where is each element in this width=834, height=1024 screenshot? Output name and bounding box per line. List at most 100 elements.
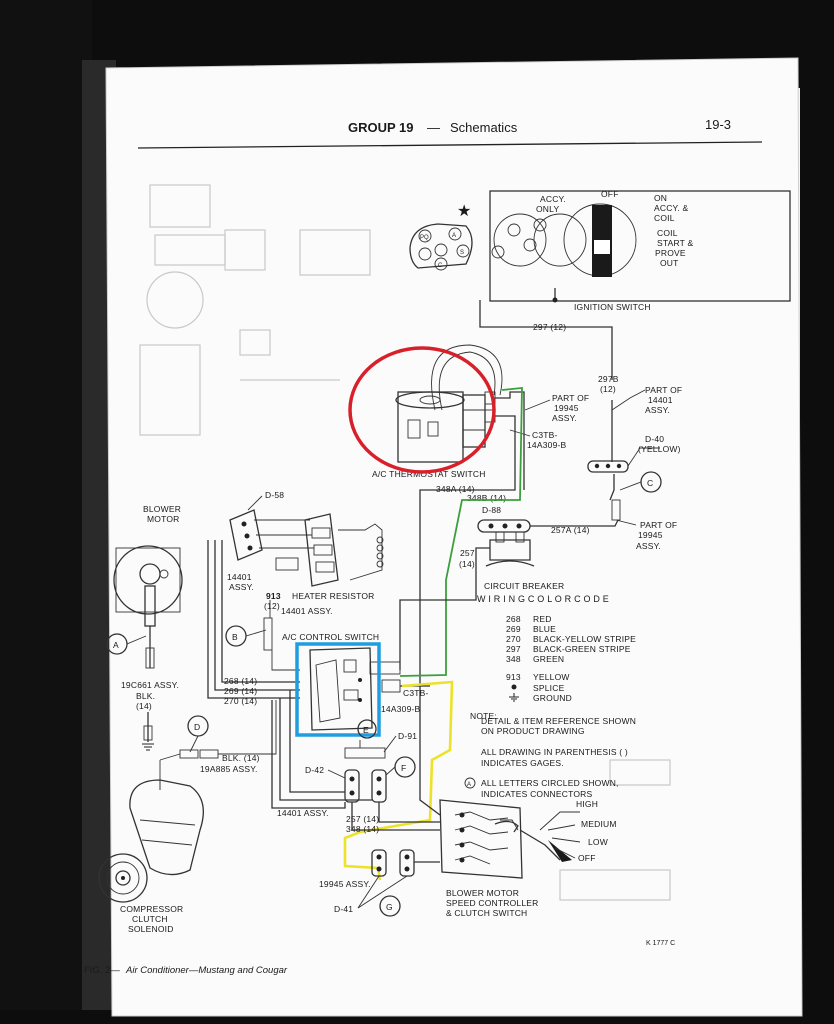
label-coil-start-3: PROVE [655,248,686,258]
label-speed-medium: MEDIUM [581,819,617,829]
label-on-accy-coil-2: ACCY. & [654,203,688,213]
wiring-color-code: W I R I N G C O L O R C O D E 268 RED 26… [477,594,636,703]
wire-297-label: 297 (12) [533,322,566,332]
connector-e-circle [357,719,377,739]
label-blk14-a1: BLK. [136,691,155,701]
note-title: NOTE: [470,711,497,721]
label-d91: D-91 [398,731,417,741]
blower-speed-controller [439,799,523,879]
figure-code: K 1777 C [646,940,675,947]
label-part-of-19945-2: 19945 [554,403,579,413]
plug-pin-a: A [452,233,456,239]
wire-269-label: 269 (14) [224,686,257,696]
connector-a-label: A [113,640,119,650]
plug-pin-pq: PQ [420,235,429,241]
label-14401-assy-b: 14401 ASSY. [281,606,333,616]
label-d58: D-58 [265,490,284,500]
label-c3tb-mid-2: 14A309-B [381,704,421,714]
heater-resistor [304,513,384,587]
ac-control-switch [309,647,401,731]
left-dark-border [0,0,92,1024]
compressor-clutch-solenoid [98,779,204,903]
label-blk14-b: BLK. (14) [222,753,260,763]
cc-row-4-color: GREEN [533,654,564,664]
blower-motor [113,545,183,669]
figure-caption-prefix: FIG. 2— [84,965,120,976]
cc-row-4-num: 348 [506,654,521,664]
note-2b: INDICATES GAGES. [481,758,564,768]
label-on-accy-coil-1: ON [654,193,667,203]
note-3a: ALL LETTERS CIRCLED SHOWN, [481,778,619,788]
cc-row-5-num: 913 [506,672,521,682]
label-coil-start-1: COIL [657,228,678,238]
label-14401-assy-c: 14401 ASSY. [277,808,329,818]
label-compressor-2: CLUTCH [132,914,168,924]
label-off: OFF [601,189,619,199]
plug-pin-c: C [438,263,443,269]
wire-268-label: 268 (14) [224,676,257,686]
label-blower-ctrl-3: & CLUTCH SWITCH [446,908,527,918]
cc-row-2-color: BLACK-YELLOW STRIPE [533,634,636,644]
label-c3tb-mid-1: C3TB- [403,688,429,698]
right-dark-border [800,60,834,1024]
connector-c-label: C [647,478,653,488]
wire-297 [479,300,613,380]
red-circle-annotation [348,346,496,474]
label-part-of-19945-b2: 19945 [638,530,663,540]
connector-d-label: D [194,722,200,732]
label-thermostat-switch: A/C THERMOSTAT SWITCH [372,469,486,479]
label-w913-gage: (12) [264,601,280,611]
plug-pin-s: S [460,250,464,256]
label-blower-motor-1: BLOWER [143,504,181,514]
label-d88: D-88 [482,505,501,515]
note-1b: ON PRODUCT DRAWING [481,726,585,736]
color-code-title: W I R I N G C O L O R C O D E [477,594,609,604]
label-part-of-19945-b3: ASSY. [636,541,661,551]
resistor-plug [275,557,299,571]
wire-297b-label-1: 297B [598,374,619,384]
label-circuit-breaker: CIRCUIT BREAKER [484,581,564,591]
label-coil-start-2: START & [657,238,693,248]
header-group: GROUP 19 [348,120,414,135]
splice-dot [511,684,517,690]
label-part-of-14401-1: PART OF [645,385,682,395]
label-part-of-19945-b1: PART OF [640,520,677,530]
label-blower-motor-2: MOTOR [147,514,179,524]
wire-257-label-1: 257 [460,548,475,558]
label-blk14-a2: (14) [136,701,152,711]
wire-270-label: 270 (14) [224,696,257,706]
label-c3tb-top-1: C3TB- [532,430,558,440]
ignition-switch-box [489,190,791,302]
note-2a: ALL DRAWING IN PARENTHESIS ( ) [481,747,628,757]
label-d42: D-42 [305,765,324,775]
note-a-circle-label: A [467,782,471,788]
label-on-accy-coil-3: COIL [654,213,675,223]
yellow-wire-annotation [343,680,454,881]
figure-caption: Air Conditioner—Mustang and Cougar [125,965,288,976]
ignition-plug: PQ A S C [409,223,473,271]
cc-row-5-color: YELLOW [533,672,570,682]
bleed-through-shapes [139,184,671,901]
ground-icon [509,693,519,702]
label-accy-only-2: ONLY [536,204,559,214]
cc-row-0-color: RED [533,614,552,624]
wire-257-14-label: 257 (14) [346,814,379,824]
cc-row-1-color: BLUE [533,624,556,634]
connector-e-label: E [363,725,369,735]
label-d41: D-41 [334,904,353,914]
ground-icon-blower [142,725,154,751]
label-blower-ctrl-1: BLOWER MOTOR [446,888,519,898]
label-14401-assy-1: 14401 [227,572,252,582]
connector-d58 [229,509,263,561]
label-part-of-14401-3: ASSY. [645,405,670,415]
label-speed-high: HIGH [576,799,598,809]
cc-row-3-num: 297 [506,644,521,654]
cc-row-3-color: BLACK-GREEN STRIPE [533,644,631,654]
header-rule [137,141,763,149]
cc-ground: GROUND [533,693,572,703]
wire-297b-label-2: (12) [600,384,616,394]
label-part-of-19945-3: ASSY. [552,413,577,423]
label-ac-control-switch: A/C CONTROL SWITCH [282,632,379,642]
circuit-breaker [485,531,535,567]
connector-g-circle [379,895,401,917]
